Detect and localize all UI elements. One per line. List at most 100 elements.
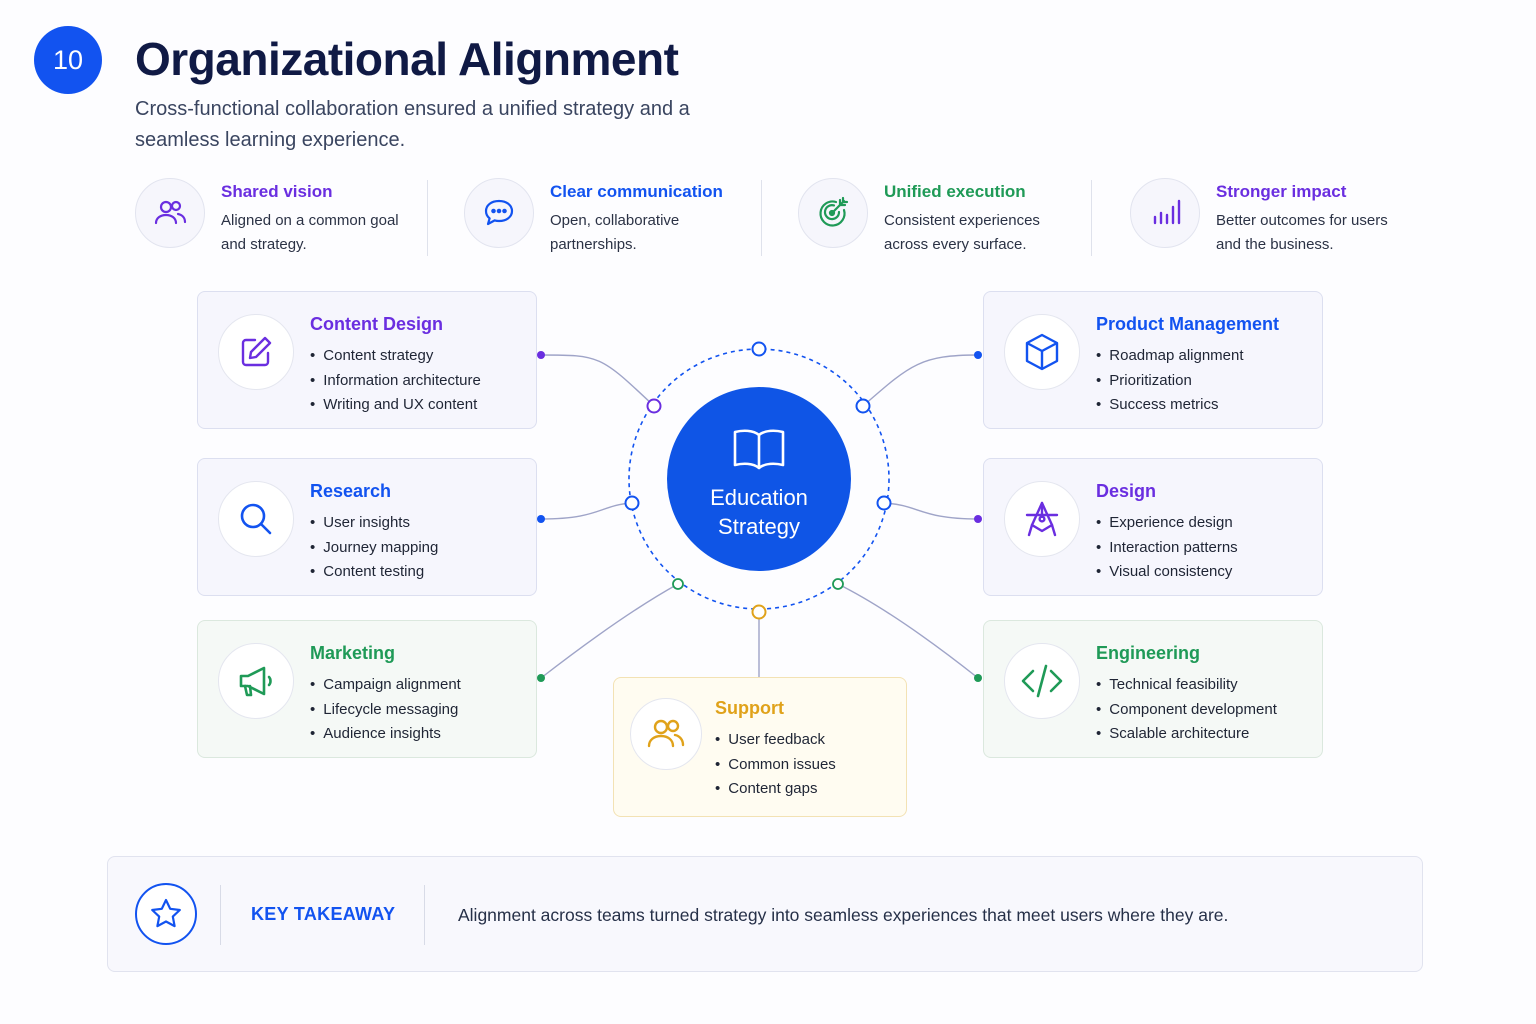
- team-title: Support: [715, 698, 784, 718]
- list-item: Content testing: [310, 560, 438, 585]
- team-title: Content Design: [310, 314, 443, 334]
- team-responsibilities: Campaign alignment Lifecycle messaging A…: [310, 673, 461, 747]
- team-card-product-management: Product Management Roadmap alignment Pri…: [983, 291, 1323, 429]
- team-responsibilities: Experience design Interaction patterns V…: [1096, 511, 1238, 585]
- endpoint-dot: [537, 351, 545, 359]
- list-item: Campaign alignment: [310, 673, 461, 698]
- list-item: User insights: [310, 511, 438, 536]
- endpoint-dot: [537, 515, 545, 523]
- list-item: Visual consistency: [1096, 560, 1238, 585]
- connector-engineering: [837, 583, 979, 679]
- pen-tool-icon: [1004, 481, 1080, 557]
- endpoint-dot: [537, 674, 545, 682]
- team-card-research: Research User insights Journey mapping C…: [197, 458, 537, 596]
- connector-design: [883, 502, 979, 520]
- edit-icon: [218, 314, 294, 390]
- list-item: Content strategy: [310, 344, 481, 369]
- target-icon: [798, 178, 868, 248]
- ring-node: [751, 604, 767, 620]
- divider: [424, 885, 425, 945]
- takeaway-text: Alignment across teams turned strategy i…: [458, 905, 1229, 925]
- connector-product-management: [862, 354, 979, 407]
- team-responsibilities: User insights Journey mapping Content te…: [310, 511, 438, 585]
- chat-icon: [464, 178, 534, 248]
- ring-node: [855, 398, 871, 414]
- connector-research: [540, 502, 633, 520]
- ring-node: [751, 341, 767, 357]
- principle-description: Better outcomes for users and the busine…: [1216, 212, 1388, 253]
- list-item: Lifecycle messaging: [310, 698, 461, 723]
- list-item: User feedback: [715, 728, 836, 753]
- ring-node: [672, 578, 684, 590]
- bar-chart-icon: [1130, 178, 1200, 248]
- hub-label-line1: Education: [710, 485, 808, 510]
- page-title: Organizational Alignment: [135, 33, 679, 85]
- code-icon: [1004, 643, 1080, 719]
- list-item: Success metrics: [1096, 393, 1244, 418]
- team-responsibilities: User feedback Common issues Content gaps: [715, 728, 836, 802]
- people-icon: [135, 178, 205, 248]
- list-item: Interaction patterns: [1096, 536, 1237, 561]
- team-title: Research: [310, 481, 392, 501]
- page-subtitle: Cross-functional collaboration ensured a…: [135, 98, 690, 151]
- team-title: Product Management: [1096, 314, 1280, 334]
- list-item: Journey mapping: [310, 536, 438, 561]
- takeaway-label: KEY TAKEAWAY: [251, 904, 396, 924]
- team-card-design: Design Experience design Interaction pat…: [983, 458, 1323, 596]
- principle-title: Clear communication: [550, 182, 723, 201]
- divider: [427, 180, 428, 256]
- list-item: Prioritization: [1096, 369, 1244, 394]
- list-item: Content gaps: [715, 777, 836, 802]
- divider: [761, 180, 762, 256]
- endpoint-dot: [974, 351, 982, 359]
- cube-icon: [1004, 314, 1080, 390]
- principle-description: Open, collaborative partnerships.: [550, 212, 680, 253]
- team-card-marketing: Marketing Campaign alignment Lifecycle m…: [197, 620, 537, 758]
- list-item: Scalable architecture: [1096, 722, 1277, 747]
- ring-node: [876, 495, 892, 511]
- page-number-badge: 10: [34, 26, 102, 94]
- divider: [1091, 180, 1092, 256]
- list-item: Common issues: [715, 753, 836, 778]
- book-icon: [731, 427, 787, 478]
- team-title: Design: [1096, 481, 1157, 501]
- ring-node: [624, 495, 640, 511]
- ring-node: [832, 578, 844, 590]
- list-item: Technical feasibility: [1096, 673, 1277, 698]
- list-item: Component development: [1096, 698, 1277, 723]
- principle-title: Shared vision: [221, 182, 333, 201]
- connector-marketing: [540, 583, 679, 679]
- list-item: Roadmap alignment: [1096, 344, 1243, 369]
- divider: [220, 885, 221, 945]
- team-card-content-design: Content Design Content strategy Informat…: [197, 291, 537, 429]
- orbit-ring: [628, 348, 890, 610]
- list-item: Information architecture: [310, 369, 481, 394]
- team-responsibilities: Technical feasibility Component developm…: [1096, 673, 1277, 747]
- principle-description: Consistent experiences across every surf…: [884, 212, 1040, 253]
- team-title: Marketing: [310, 643, 396, 663]
- key-takeaway-banner: KEY TAKEAWAY Alignment across teams turn…: [107, 856, 1423, 972]
- ring-node: [646, 398, 662, 414]
- list-item: Audience insights: [310, 722, 461, 747]
- principle-description: Aligned on a common goal and strategy.: [221, 212, 399, 253]
- star-icon: [135, 883, 197, 945]
- principle-title: Unified execution: [884, 182, 1026, 201]
- list-item: Writing and UX content: [310, 393, 481, 418]
- endpoint-dot: [974, 515, 982, 523]
- team-responsibilities: Roadmap alignment Prioritization Success…: [1096, 344, 1244, 418]
- search-icon: [218, 481, 294, 557]
- team-title: Engineering: [1096, 643, 1201, 663]
- list-item: Experience design: [1096, 511, 1238, 536]
- megaphone-icon: [218, 643, 294, 719]
- principle-title: Stronger impact: [1216, 182, 1347, 201]
- hub-label: Education Strategy: [667, 483, 851, 541]
- endpoint-dot: [974, 674, 982, 682]
- people-icon: [630, 698, 702, 770]
- hub-label-line2: Strategy: [718, 514, 800, 539]
- team-responsibilities: Content strategy Information architectur…: [310, 344, 481, 418]
- connector-content-design: [540, 354, 655, 407]
- team-card-support: Support User feedback Common issues Cont…: [613, 677, 907, 817]
- team-card-engineering: Engineering Technical feasibility Compon…: [983, 620, 1323, 758]
- education-strategy-hub: Education Strategy: [667, 387, 851, 571]
